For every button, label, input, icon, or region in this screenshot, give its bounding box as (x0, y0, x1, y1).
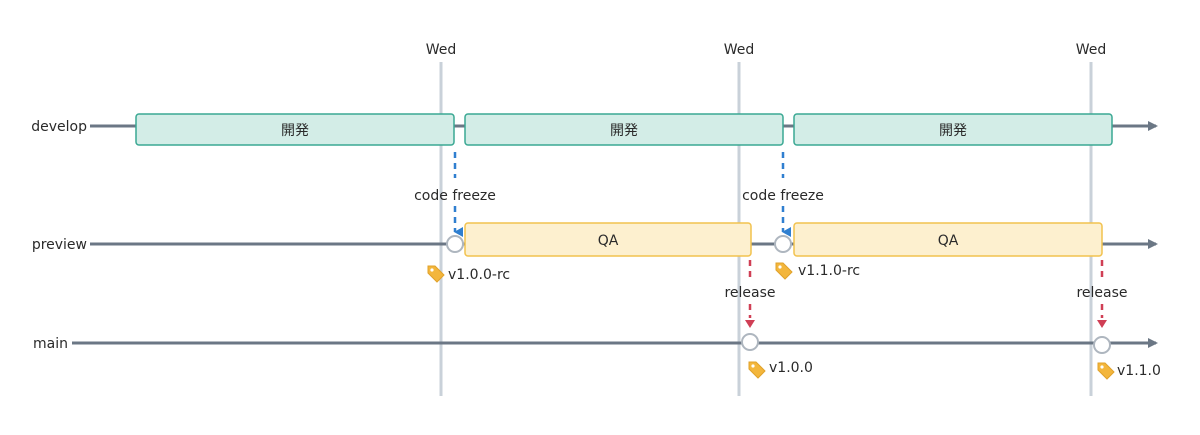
qa-box-label-2: QA (938, 233, 959, 249)
main-commit-2 (1093, 336, 1111, 354)
release-arrowhead-1 (745, 320, 755, 328)
release-arrowhead-2 (1097, 320, 1107, 328)
develop-box-label-3: 開発 (939, 123, 967, 139)
release-arrows: release release (724, 260, 1128, 328)
tag-icon (748, 361, 766, 379)
main-tag-label-2: v1.1.0 (1117, 363, 1161, 379)
branch-label-develop: develop (31, 119, 87, 135)
qa-box-2 (793, 222, 1103, 257)
qa-box-1 (464, 222, 752, 257)
develop-box-label-1: 開発 (281, 123, 309, 139)
main-commit-1 (741, 333, 759, 351)
release-note-2: release (1076, 285, 1127, 301)
develop-boxes: 開発 開発 開発 (135, 113, 1113, 146)
tag-icon (1097, 362, 1115, 380)
day-label-3: Wed (1076, 42, 1107, 58)
tag-icon (775, 262, 793, 280)
day-label-1: Wed (426, 42, 457, 58)
develop-box-2 (464, 113, 784, 146)
freeze-note-1: code freeze (414, 188, 496, 204)
branch-label-preview: preview (32, 237, 87, 253)
release-note-1: release (724, 285, 775, 301)
qa-box-label-1: QA (598, 233, 619, 249)
preview-commit-1 (446, 235, 464, 253)
preview-tag-label-2: v1.1.0-rc (798, 263, 860, 279)
day-label-2: Wed (724, 42, 755, 58)
develop-box-label-2: 開発 (610, 123, 638, 139)
freeze-note-2: code freeze (742, 188, 824, 204)
develop-box-3 (793, 113, 1113, 146)
branch-label-main: main (33, 336, 68, 352)
preview-tag-label-1: v1.0.0-rc (448, 267, 510, 283)
develop-box-1 (135, 113, 455, 146)
code-freeze-arrows: code freeze code freeze (414, 152, 824, 237)
tags: v1.0.0-rc v1.1.0-rc v1.0.0 v1.1.0 (427, 262, 1161, 380)
tag-icon (427, 265, 445, 283)
commit-nodes (446, 235, 1111, 354)
main-tag-label-1: v1.0.0 (769, 360, 813, 376)
qa-boxes: QA QA (464, 222, 1103, 257)
preview-commit-2 (774, 235, 792, 253)
